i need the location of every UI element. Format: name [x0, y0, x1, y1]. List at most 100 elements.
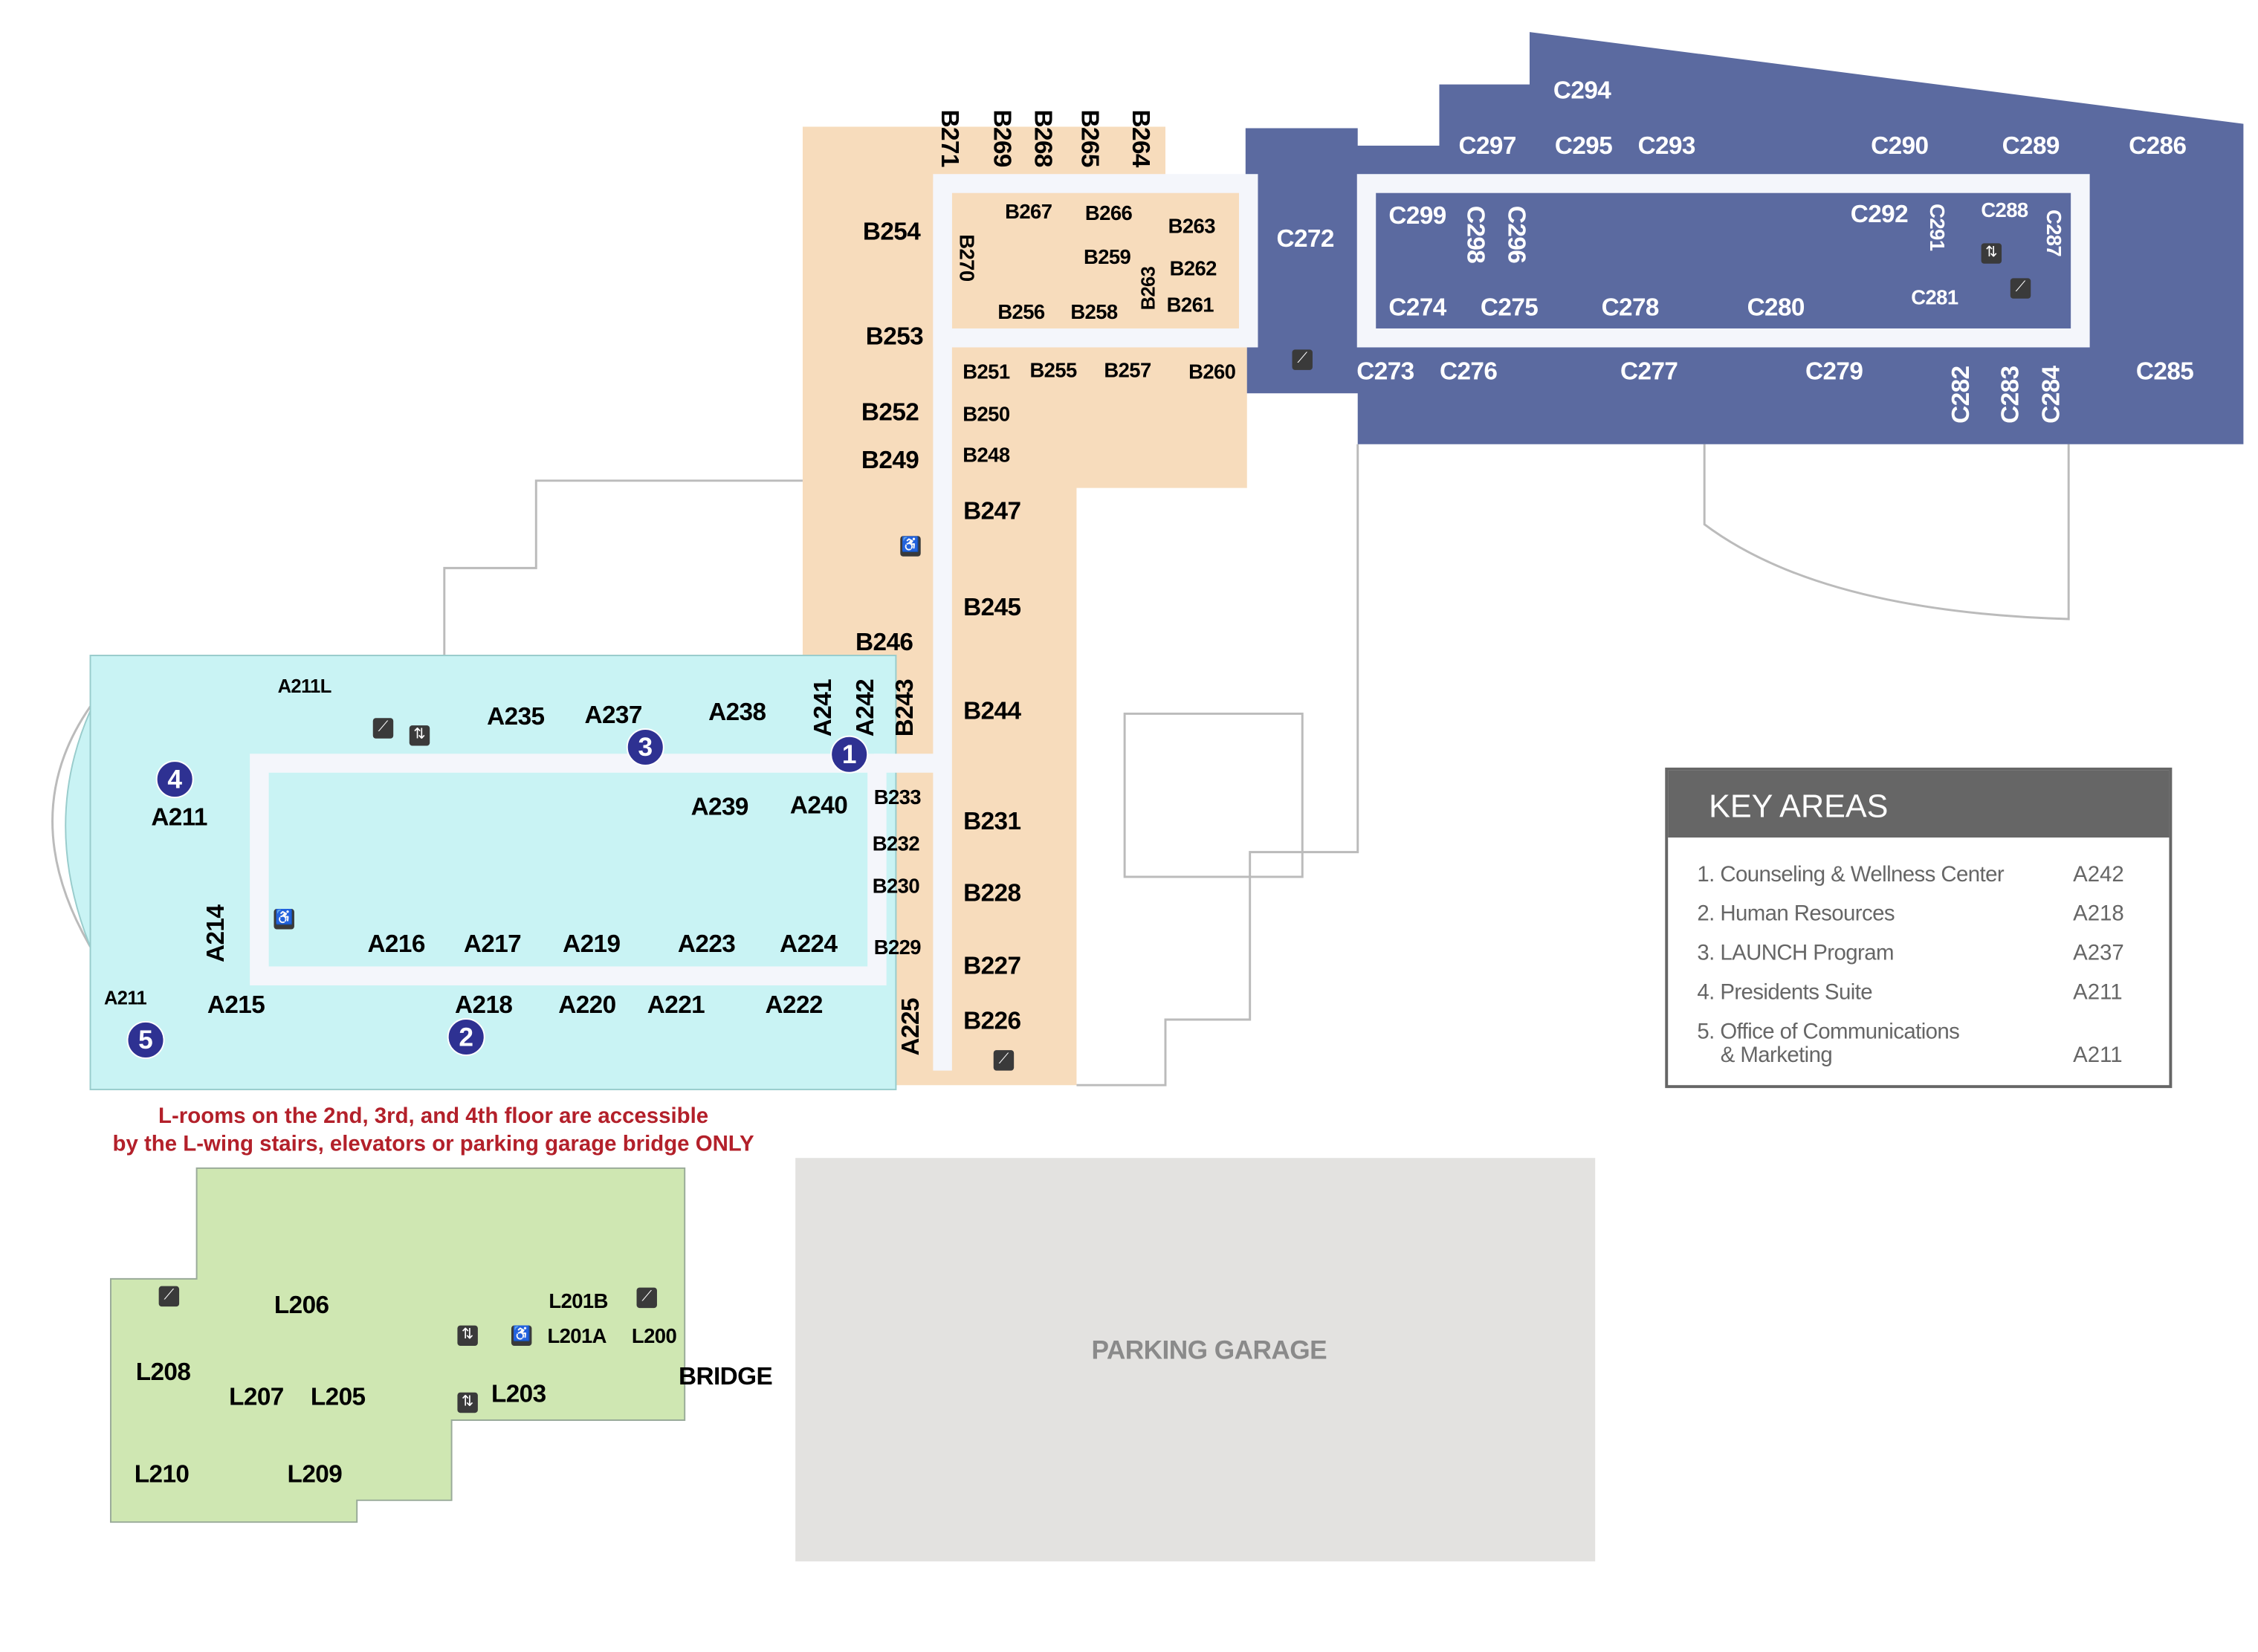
room-label: B268	[1029, 109, 1057, 167]
stairs-icon: ⟋	[372, 718, 394, 739]
room-label: B263	[1168, 214, 1216, 238]
room-label: B246	[855, 628, 913, 656]
room-label: A214	[201, 904, 230, 963]
key-marker-4[interactable]: 4	[155, 760, 194, 799]
room-label: C272	[1276, 224, 1334, 253]
room-label: C274	[1388, 293, 1446, 322]
key-item-label: 4. Presidents Suite	[1697, 980, 1873, 1005]
room-label: B255	[1029, 358, 1077, 382]
stairs-icon: ⟋	[993, 1050, 1015, 1071]
key-areas-title: KEY AREAS	[1668, 770, 2170, 838]
room-label: B270	[955, 234, 980, 282]
elevator-icon: ⇅	[457, 1325, 478, 1347]
room-label: A221	[647, 991, 705, 1020]
room-label: B245	[963, 593, 1021, 621]
bridge-label: BRIDGE	[679, 1362, 773, 1390]
room-label: A242	[851, 678, 879, 737]
room-label: C277	[1620, 357, 1678, 386]
room-label: B249	[861, 446, 919, 474]
key-item-label-cont: & Marketing	[1720, 1043, 1833, 1068]
room-label: A219	[563, 930, 621, 958]
b-wing	[802, 126, 1247, 1086]
room-label: C284	[2037, 366, 2065, 424]
room-label: A220	[558, 991, 616, 1020]
key-item-room: A242	[2073, 862, 2124, 887]
restroom-icon: ♿	[274, 909, 294, 930]
room-label: A218	[455, 991, 513, 1020]
room-label: B226	[963, 1007, 1021, 1035]
key-item-room: A211	[2073, 980, 2123, 1005]
room-label: C285	[2135, 357, 2194, 386]
room-label: B256	[997, 299, 1045, 324]
room-label: B264	[1127, 109, 1155, 167]
room-label: B227	[963, 951, 1021, 980]
room-label: B254	[862, 218, 921, 246]
key-marker-1[interactable]: 1	[830, 735, 869, 774]
key-marker-2[interactable]: 2	[447, 1018, 485, 1056]
room-label: A211	[151, 803, 207, 832]
room-label: B259	[1083, 244, 1131, 268]
stairs-icon: ⟋	[1292, 349, 1313, 370]
room-label: B250	[963, 401, 1010, 426]
room-label: A237	[584, 701, 642, 729]
room-label: C275	[1480, 293, 1539, 322]
room-label: B230	[872, 874, 920, 898]
elevator-icon: ⇅	[457, 1392, 478, 1413]
room-label: B243	[890, 678, 919, 737]
room-label: B265	[1075, 109, 1104, 167]
room-label: A211L	[277, 675, 332, 697]
room-label: B266	[1084, 201, 1133, 224]
stairs-icon: ⟋	[636, 1287, 657, 1309]
room-label: C295	[1554, 132, 1613, 160]
l-wing	[109, 1167, 686, 1523]
room-label: A216	[367, 930, 425, 958]
access-note-line-1: L-rooms on the 2nd, 3rd, and 4th floor a…	[158, 1104, 709, 1129]
room-label: A238	[708, 698, 766, 727]
room-label: C276	[1440, 357, 1498, 386]
parking-garage	[795, 1158, 1596, 1562]
elevator-icon: ⇅	[409, 725, 430, 746]
restroom-icon: ♿	[511, 1325, 532, 1347]
room-label: B261	[1166, 292, 1214, 317]
key-marker-3[interactable]: 3	[626, 728, 664, 766]
room-label: B252	[861, 398, 919, 427]
a-wing	[89, 655, 897, 1091]
room-label: C288	[1981, 198, 2028, 221]
restroom-icon: ♿	[900, 536, 921, 557]
room-label: C294	[1553, 76, 1611, 105]
room-label: B251	[963, 360, 1010, 383]
room-label: B267	[1005, 199, 1052, 223]
room-label: L201B	[549, 1289, 608, 1312]
room-label: B232	[872, 832, 920, 855]
room-label: L206	[274, 1291, 329, 1319]
room-label: C299	[1388, 201, 1446, 230]
room-label: B231	[963, 807, 1021, 836]
key-item-label: 1. Counseling & Wellness Center	[1697, 862, 2005, 887]
room-label: A217	[463, 930, 522, 958]
room-label: A240	[789, 791, 848, 820]
room-label: A239	[690, 793, 749, 821]
key-areas-legend: KEY AREAS 1. Counseling & Wellness Cente…	[1665, 767, 2173, 1089]
room-label: B244	[963, 696, 1021, 725]
key-marker-5[interactable]: 5	[126, 1020, 165, 1059]
room-label: A224	[780, 930, 838, 958]
room-label: A235	[487, 702, 545, 731]
room-label: A222	[765, 991, 824, 1020]
room-label: L210	[134, 1460, 190, 1489]
room-label: C286	[2129, 132, 2187, 160]
room-label: C290	[1871, 132, 1929, 160]
room-label: C279	[1805, 357, 1863, 386]
room-label: L203	[491, 1380, 546, 1408]
room-label: L208	[135, 1358, 191, 1386]
room-label: L205	[310, 1383, 366, 1411]
room-label: B257	[1104, 358, 1151, 382]
elevator-icon: ⇅	[1981, 243, 2002, 264]
key-item-room: A237	[2073, 941, 2124, 966]
key-item-label: 3. LAUNCH Program	[1697, 941, 1894, 966]
room-label: A215	[207, 991, 265, 1020]
room-label: C297	[1458, 132, 1516, 160]
room-label: C289	[2002, 132, 2060, 160]
room-label: B247	[963, 497, 1021, 525]
room-label: L207	[229, 1383, 284, 1411]
